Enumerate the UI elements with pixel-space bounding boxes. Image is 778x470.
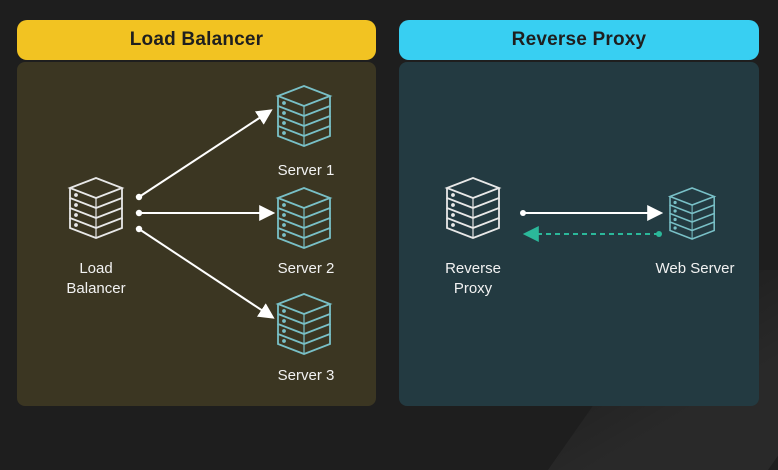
load-balancer-header: Load Balancer bbox=[17, 20, 376, 60]
server-3-label: Server 3 bbox=[277, 367, 335, 384]
reverse-proxy-icon bbox=[446, 177, 500, 239]
reverse-proxy-header: Reverse Proxy bbox=[399, 20, 759, 60]
load-balancer-icon bbox=[69, 177, 123, 239]
reverse-proxy-title: Reverse Proxy bbox=[511, 29, 647, 50]
server-1-label: Server 1 bbox=[277, 162, 335, 179]
server-2-label: Server 2 bbox=[277, 260, 335, 277]
arrow-to-server-3 bbox=[138, 228, 275, 319]
load-balancer-title: Load Balancer bbox=[129, 29, 264, 50]
load-balancer-label-line1: Load bbox=[79, 260, 113, 277]
reverse-proxy-label: Reverse Proxy bbox=[425, 259, 521, 299]
load-balancer-arrows bbox=[135, 109, 276, 319]
server-2-icon bbox=[277, 187, 331, 249]
load-balancer-label: Load Balancer bbox=[48, 259, 144, 299]
server-1-icon bbox=[277, 85, 331, 147]
reverse-proxy-label-line2: Proxy bbox=[453, 280, 493, 297]
response-arrow bbox=[522, 226, 662, 242]
server-3-icon bbox=[277, 293, 331, 355]
request-arrow bbox=[520, 205, 664, 221]
arrow-to-server-1 bbox=[138, 109, 273, 198]
reverse-proxy-panel bbox=[399, 62, 759, 406]
load-balancer-label-line2: Balancer bbox=[66, 280, 126, 297]
web-server-label: Web Server bbox=[655, 260, 735, 277]
reverse-proxy-label-line1: Reverse bbox=[445, 260, 501, 277]
diagram-canvas bbox=[69, 85, 715, 355]
web-server-icon bbox=[669, 187, 715, 240]
